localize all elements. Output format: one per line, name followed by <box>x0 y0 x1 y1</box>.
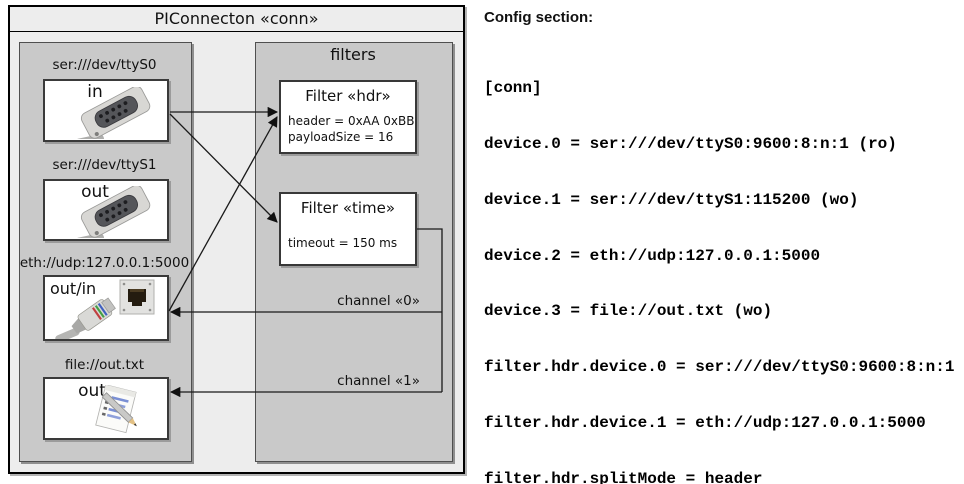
serial-connector-photo <box>67 184 165 248</box>
device-mode-label: out <box>81 182 109 202</box>
config-line: device.0 = ser:///dev/ttyS0:9600:8:n:1 (… <box>484 134 897 153</box>
ethernet-plug-photo <box>53 295 131 343</box>
channel-0-label: channel «0» <box>337 293 420 309</box>
config-text-block: [conn] device.0 = ser:///dev/ttyS0:9600:… <box>484 42 964 484</box>
config-section-heading: Config section: <box>484 9 594 26</box>
device-label-ttyS0: ser:///dev/ttyS0 <box>52 57 157 73</box>
device-mode-label: out <box>78 381 106 401</box>
serial-connector-photo <box>67 85 165 149</box>
config-line: device.1 = ser:///dev/ttyS1:115200 (wo) <box>484 190 859 209</box>
device-box-eth: out/in <box>43 275 169 343</box>
notepad-icon <box>87 384 149 441</box>
filter-property: timeout = 150 ms <box>288 236 398 250</box>
config-line: filter.hdr.device.0 = ser:///dev/ttyS0:9… <box>484 358 955 377</box>
filter-title: Filter «hdr» <box>305 87 391 105</box>
device-mode-label: in <box>87 82 103 102</box>
filter-box-hdr: Filter «hdr» header = 0xAA 0xBB payloadS… <box>279 80 417 154</box>
filters-group-title: filters <box>330 45 376 64</box>
device-mode-label: out/in <box>50 279 97 298</box>
device-box-ttyS0: in <box>43 79 169 149</box>
filter-property: payloadSize = 16 <box>288 130 394 144</box>
config-line: filter.hdr.device.1 = eth://udp:127.0.0.… <box>484 413 926 432</box>
filter-title: Filter «time» <box>300 199 396 217</box>
diagram-title: PIConnecton «conn» <box>10 7 463 32</box>
config-line: device.3 = file://out.txt (wo) <box>484 302 773 321</box>
device-label-ttyS1: ser:///dev/ttyS1 <box>52 157 157 173</box>
device-box-file: out <box>43 377 169 440</box>
config-line: filter.hdr.splitMode = header <box>484 469 763 484</box>
filter-property: header = 0xAA 0xBB <box>288 114 415 128</box>
config-line: [conn] <box>484 79 542 98</box>
device-label-eth: eth://udp:127.0.0.1:5000 <box>19 255 190 271</box>
channel-1-label: channel «1» <box>337 373 420 389</box>
config-line: device.2 = eth://udp:127.0.0.1:5000 <box>484 246 821 265</box>
filter-box-time: Filter «time» timeout = 150 ms <box>279 192 417 266</box>
device-box-ttyS1: out <box>43 179 169 248</box>
ethernet-jack-icon <box>119 279 155 319</box>
device-label-file: file://out.txt <box>64 357 145 373</box>
